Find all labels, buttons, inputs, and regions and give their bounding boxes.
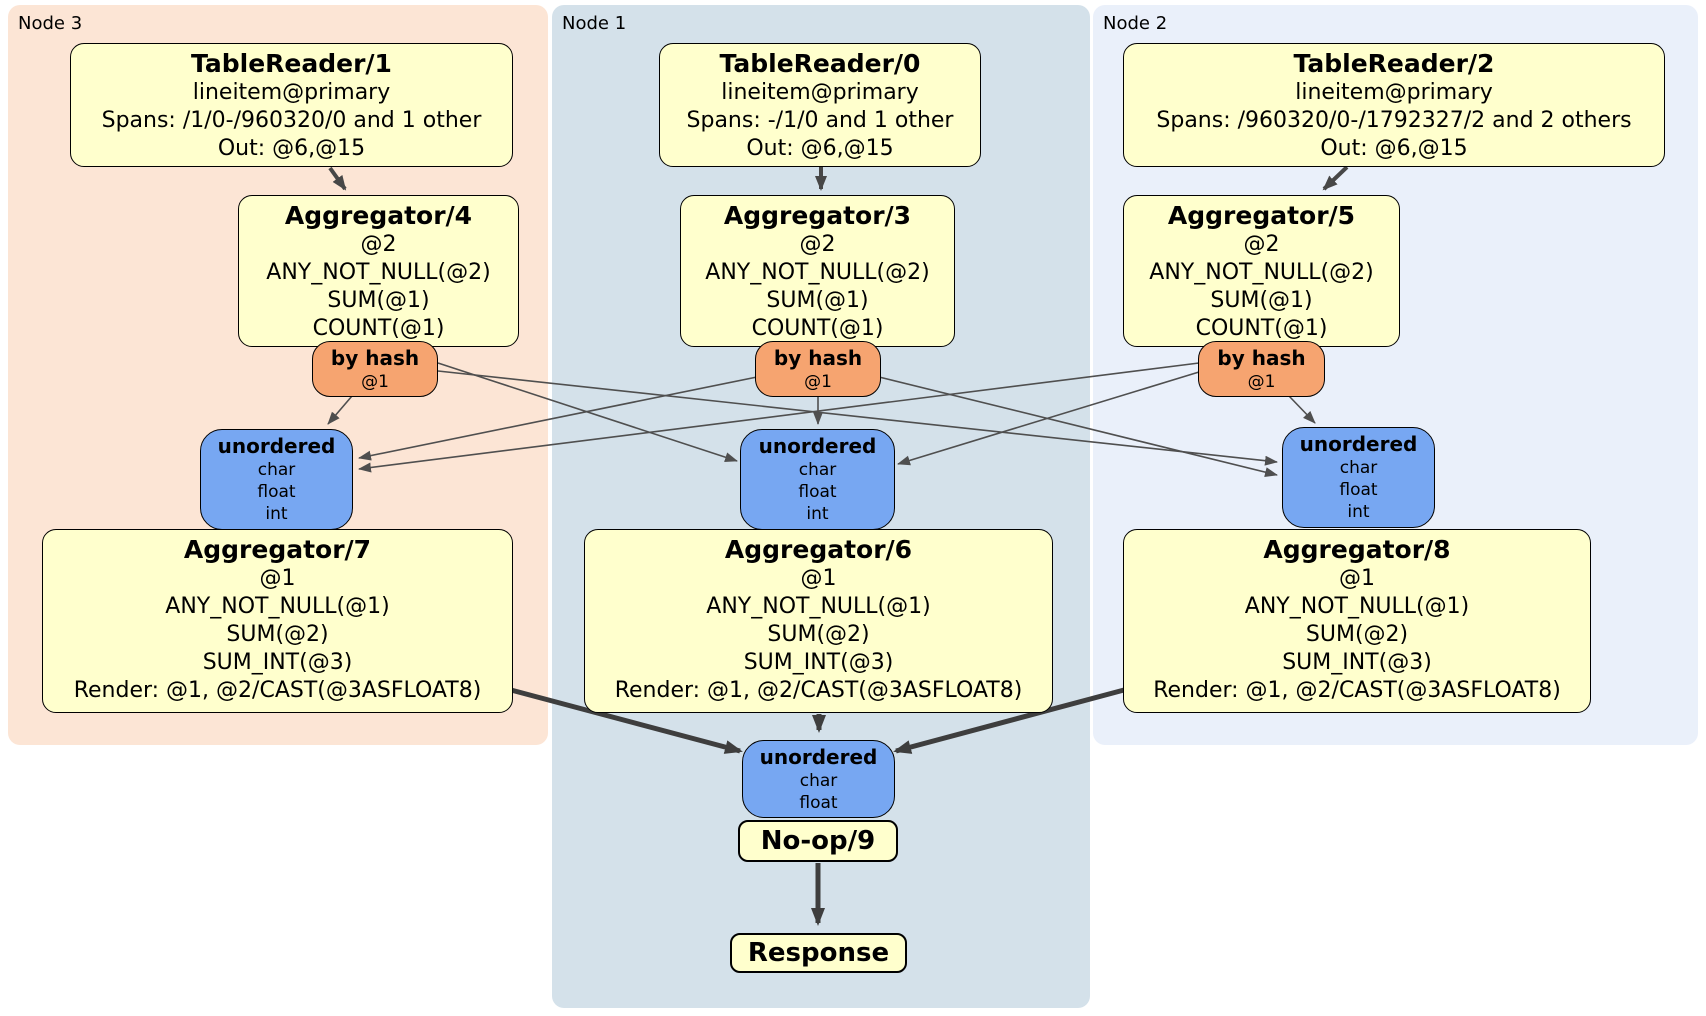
- processor-aggfunc: SUM(@1): [766, 288, 869, 313]
- processor-title: TableReader/2: [1293, 49, 1495, 78]
- sync-unordered-final: unordered char float: [742, 740, 895, 818]
- processor-aggregator-6: Aggregator/6 @1 ANY_NOT_NULL(@1) SUM(@2)…: [584, 529, 1053, 713]
- processor-aggfunc: ANY_NOT_NULL(@1): [706, 594, 931, 619]
- processor-aggfunc: SUM(@2): [767, 622, 870, 647]
- cluster-node2-label: Node 2: [1103, 13, 1168, 34]
- processor-aggfunc: ANY_NOT_NULL(@2): [1149, 260, 1374, 285]
- router-by-hash-5: by hash @1: [1198, 341, 1325, 397]
- router-label: by hash: [1217, 345, 1306, 370]
- processor-aggfunc: SUM_INT(@3): [743, 650, 894, 675]
- processor-aggregator-3: Aggregator/3 @2 ANY_NOT_NULL(@2) SUM(@1)…: [680, 195, 955, 347]
- sync-type: float: [1339, 480, 1378, 500]
- sync-type: int: [265, 504, 288, 524]
- processor-index: lineitem@primary: [192, 80, 391, 105]
- sync-label: unordered: [758, 434, 877, 458]
- sync-label: unordered: [759, 744, 878, 769]
- processor-spans: Spans: /960320/0-/1792327/2 and 2 others: [1156, 108, 1632, 133]
- processor-title: Response: [747, 938, 890, 968]
- processor-aggfunc: SUM(@2): [1305, 622, 1409, 647]
- sync-type: float: [799, 792, 838, 813]
- router-label: by hash: [330, 345, 420, 370]
- processor-title: TableReader/0: [719, 49, 921, 78]
- processor-spans: Spans: /1/0-/960320/0 and 1 other: [101, 108, 482, 133]
- edges-router-to-sync: [327, 362, 1316, 477]
- processor-aggregator-7: Aggregator/7 @1 ANY_NOT_NULL(@1) SUM(@2)…: [42, 529, 513, 713]
- edges-tablereader-to-aggregator: [328, 165, 1349, 191]
- processor-aggfunc: COUNT(@1): [751, 316, 884, 341]
- processor-index: lineitem@primary: [1295, 80, 1493, 105]
- processor-aggfunc: COUNT(@1): [1195, 316, 1328, 341]
- processor-aggregator-4: Aggregator/4 @2 ANY_NOT_NULL(@2) SUM(@1)…: [238, 195, 519, 347]
- processor-response: Response: [730, 933, 907, 973]
- sync-unordered-8: unordered char float int: [1282, 427, 1435, 528]
- processor-aggregator-5: Aggregator/5 @2 ANY_NOT_NULL(@2) SUM(@1)…: [1123, 195, 1400, 347]
- processor-spans: Spans: -/1/0 and 1 other: [686, 108, 954, 133]
- processor-title: Aggregator/8: [1263, 535, 1451, 564]
- router-key: @1: [361, 371, 389, 392]
- sync-type: int: [1347, 502, 1370, 522]
- processor-aggfunc: SUM(@1): [327, 288, 430, 313]
- processor-aggfunc: SUM_INT(@3): [1282, 650, 1432, 675]
- processor-groupcols: @1: [259, 566, 296, 591]
- router-key: @1: [1247, 371, 1276, 392]
- processor-tablereader-1: TableReader/1 lineitem@primary Spans: /1…: [70, 43, 513, 167]
- processor-title: Aggregator/6: [724, 535, 913, 564]
- processor-render: Render: @1, @2/CAST(@3ASFLOAT8): [1153, 678, 1561, 703]
- processor-aggfunc: ANY_NOT_NULL(@1): [165, 594, 390, 619]
- processor-render: Render: @1, @2/CAST(@3ASFLOAT8): [614, 678, 1023, 703]
- processor-title: TableReader/1: [191, 49, 392, 78]
- router-label: by hash: [773, 345, 863, 370]
- router-by-hash-4: by hash @1: [312, 341, 438, 397]
- sync-type: char: [257, 460, 296, 480]
- processor-tablereader-0: TableReader/0 lineitem@primary Spans: -/…: [659, 43, 981, 167]
- processor-aggfunc: SUM(@2): [226, 622, 329, 647]
- processor-aggfunc: SUM_INT(@3): [202, 650, 353, 675]
- processor-noop: No-op/9: [738, 820, 898, 862]
- sync-type: float: [257, 482, 296, 502]
- sync-type: char: [1339, 458, 1378, 478]
- sync-type: float: [798, 482, 837, 502]
- sync-unordered-6: unordered char float int: [740, 429, 895, 530]
- processor-title: Aggregator/5: [1167, 201, 1356, 230]
- edges-aggregator-to-final: [510, 687, 1125, 926]
- sync-unordered-7: unordered char float int: [200, 429, 353, 530]
- processor-groupcols: @2: [799, 232, 836, 257]
- processor-tablereader-2: TableReader/2 lineitem@primary Spans: /9…: [1123, 43, 1665, 167]
- processor-out: Out: @6,@15: [746, 136, 894, 161]
- processor-aggfunc: ANY_NOT_NULL(@1): [1244, 594, 1470, 619]
- processor-groupcols: @2: [360, 232, 397, 257]
- sync-type: char: [798, 460, 837, 480]
- processor-aggregator-8: Aggregator/8 @1 ANY_NOT_NULL(@1) SUM(@2)…: [1123, 529, 1591, 713]
- processor-render: Render: @1, @2/CAST(@3ASFLOAT8): [73, 678, 482, 703]
- processor-aggfunc: SUM(@1): [1210, 288, 1313, 313]
- processor-out: Out: @6,@15: [1320, 136, 1468, 161]
- router-by-hash-3: by hash @1: [755, 341, 881, 397]
- processor-aggfunc: ANY_NOT_NULL(@2): [705, 260, 930, 285]
- processor-title: No-op/9: [760, 826, 876, 856]
- processor-title: Aggregator/3: [723, 201, 912, 230]
- processor-title: Aggregator/4: [284, 201, 473, 230]
- processor-groupcols: @1: [1339, 566, 1375, 591]
- processor-index: lineitem@primary: [721, 80, 919, 105]
- sync-type: char: [799, 770, 838, 791]
- cluster-node1-label: Node 1: [562, 13, 627, 34]
- processor-out: Out: @6,@15: [217, 136, 366, 161]
- router-key: @1: [804, 371, 832, 392]
- sync-type: int: [806, 504, 829, 524]
- processor-title: Aggregator/7: [183, 535, 372, 564]
- sync-label: unordered: [1299, 432, 1418, 456]
- processor-groupcols: @2: [1243, 232, 1280, 257]
- sync-label: unordered: [217, 434, 336, 458]
- cluster-node3-label: Node 3: [18, 13, 83, 34]
- processor-aggfunc: COUNT(@1): [312, 316, 445, 341]
- processor-aggfunc: ANY_NOT_NULL(@2): [266, 260, 491, 285]
- processor-groupcols: @1: [800, 566, 837, 591]
